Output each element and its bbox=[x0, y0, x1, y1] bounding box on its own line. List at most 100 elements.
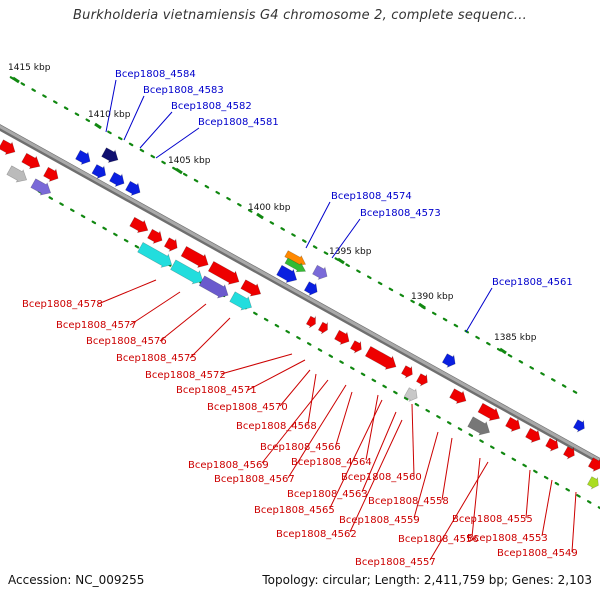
tick-mark-inner bbox=[70, 208, 75, 213]
reverse-gene-label: Bcep1808_4575 bbox=[116, 353, 197, 364]
reverse-gene-label-leader bbox=[287, 384, 347, 479]
reverse-gene-label-leader bbox=[159, 303, 207, 342]
reverse-gene-label-leader bbox=[247, 359, 306, 391]
tick-mark-inner bbox=[134, 244, 140, 249]
reverse-gene-label: Bcep1808_4570 bbox=[207, 402, 288, 413]
tick-mark-outer bbox=[453, 323, 459, 328]
tick-mark-inner bbox=[597, 506, 600, 510]
forward-gene-label: Bcep1808_4573 bbox=[360, 208, 441, 219]
gene-arrow-reverse bbox=[334, 329, 350, 346]
tick-mark-inner bbox=[317, 348, 323, 352]
reverse-gene-label-leader bbox=[441, 437, 453, 501]
gene-arrow-forward bbox=[303, 281, 318, 297]
tick-mark-inner bbox=[371, 378, 377, 383]
gene-arrow-reverse bbox=[30, 178, 52, 196]
kbp-tick bbox=[337, 257, 345, 265]
tick-mark-outer bbox=[193, 178, 199, 183]
reverse-gene-label-leader bbox=[279, 369, 311, 407]
kbp-tick bbox=[418, 302, 426, 310]
gene-arrow-reverse bbox=[6, 165, 28, 183]
tick-mark-outer bbox=[356, 269, 361, 274]
gene-arrow-reverse bbox=[477, 402, 500, 422]
tick-mark-outer bbox=[410, 299, 415, 304]
tick-mark-inner bbox=[500, 451, 506, 456]
tick-mark-inner bbox=[296, 336, 301, 340]
gene-arrow-reverse bbox=[364, 345, 397, 370]
tick-mark-outer bbox=[226, 196, 231, 201]
tick-mark-outer bbox=[42, 94, 47, 98]
reverse-gene-label-leader bbox=[307, 373, 317, 425]
gene-arrow-reverse bbox=[317, 321, 328, 335]
reverse-gene-label-leader bbox=[189, 317, 231, 359]
tick-mark-inner bbox=[468, 433, 474, 437]
tick-mark-inner bbox=[91, 220, 97, 225]
tick-mark-outer bbox=[291, 233, 296, 237]
gene-arrow-reverse bbox=[240, 279, 262, 297]
tick-mark-inner bbox=[113, 232, 118, 237]
gene-arrow-reverse bbox=[137, 241, 173, 268]
reverse-gene-label-leader bbox=[429, 461, 489, 561]
reverse-gene-label: Bcep1808_4572 bbox=[145, 370, 226, 381]
tick-mark-outer bbox=[63, 106, 69, 110]
tick-mark-inner bbox=[414, 402, 420, 407]
forward-gene-label-leader bbox=[331, 218, 361, 259]
forward-gene-label: Bcep1808_4583 bbox=[143, 85, 224, 96]
reverse-gene-label-leader bbox=[97, 279, 157, 305]
gene-arrow-reverse bbox=[43, 166, 59, 183]
reverse-gene-label-leader bbox=[471, 457, 481, 538]
kbp-tick bbox=[12, 76, 20, 84]
tick-mark-inner bbox=[576, 494, 581, 498]
forward-gene-label: Bcep1808_4584 bbox=[115, 69, 196, 80]
tick-mark-inner bbox=[479, 439, 484, 443]
gene-arrow-reverse bbox=[525, 427, 541, 444]
tick-mark-inner bbox=[274, 323, 280, 328]
tick-mark-inner bbox=[123, 238, 129, 243]
tick-mark-inner bbox=[360, 372, 366, 377]
tick-mark-inner bbox=[59, 202, 64, 206]
backbone-line bbox=[0, 124, 600, 463]
gene-arrow-reverse bbox=[349, 340, 362, 354]
kbp-label: 1390 kbp bbox=[411, 292, 454, 302]
tick-mark-inner bbox=[102, 226, 107, 231]
tick-mark-outer bbox=[182, 172, 188, 177]
forward-gene-label-leader bbox=[123, 95, 145, 141]
tick-mark-inner bbox=[425, 408, 430, 413]
tick-mark-inner bbox=[328, 354, 334, 358]
tick-mark-outer bbox=[204, 184, 210, 189]
gene-arrow-reverse bbox=[403, 387, 418, 403]
tick-mark-outer bbox=[247, 209, 253, 213]
tick-mark-outer bbox=[74, 112, 80, 117]
reverse-gene-label-leader bbox=[413, 431, 439, 519]
tick-mark-inner bbox=[565, 487, 570, 492]
tick-mark-outer bbox=[540, 372, 545, 376]
tick-mark-inner bbox=[350, 366, 355, 371]
reverse-gene-label: Bcep1808_4563 bbox=[287, 489, 368, 500]
tick-mark-outer bbox=[486, 341, 491, 346]
tick-mark-inner bbox=[436, 415, 441, 419]
tick-mark-outer bbox=[215, 190, 221, 195]
reverse-gene-label-leader bbox=[349, 419, 403, 533]
gene-arrow-forward bbox=[125, 180, 141, 197]
reverse-gene-label: Bcep1808_4556 bbox=[398, 534, 479, 545]
tick-mark-inner bbox=[533, 469, 538, 474]
tick-mark-outer bbox=[431, 311, 437, 316]
tick-mark-outer bbox=[507, 353, 513, 358]
tick-mark-outer bbox=[139, 148, 145, 153]
forward-gene-label-leader bbox=[465, 287, 493, 333]
kbp-label: 1395 kbp bbox=[329, 247, 372, 257]
reverse-gene-label: Bcep1808_4549 bbox=[497, 548, 578, 559]
tick-mark-inner bbox=[543, 475, 549, 480]
gene-arrow-reverse bbox=[207, 260, 240, 285]
tick-mark-outer bbox=[551, 378, 556, 382]
tick-mark-inner bbox=[339, 360, 344, 364]
tick-mark-inner bbox=[490, 445, 495, 450]
reverse-gene-label-leader bbox=[525, 469, 531, 519]
tick-mark-inner bbox=[48, 196, 54, 200]
tick-mark-outer bbox=[561, 384, 567, 388]
tick-mark-outer bbox=[377, 281, 383, 286]
reverse-gene-label-leader bbox=[365, 394, 379, 461]
gene-arrow-reverse bbox=[129, 216, 149, 234]
accession-text: Accession: NC_009255 bbox=[8, 573, 145, 587]
reverse-gene-label-leader bbox=[541, 479, 553, 537]
tick-mark-inner bbox=[263, 317, 269, 322]
